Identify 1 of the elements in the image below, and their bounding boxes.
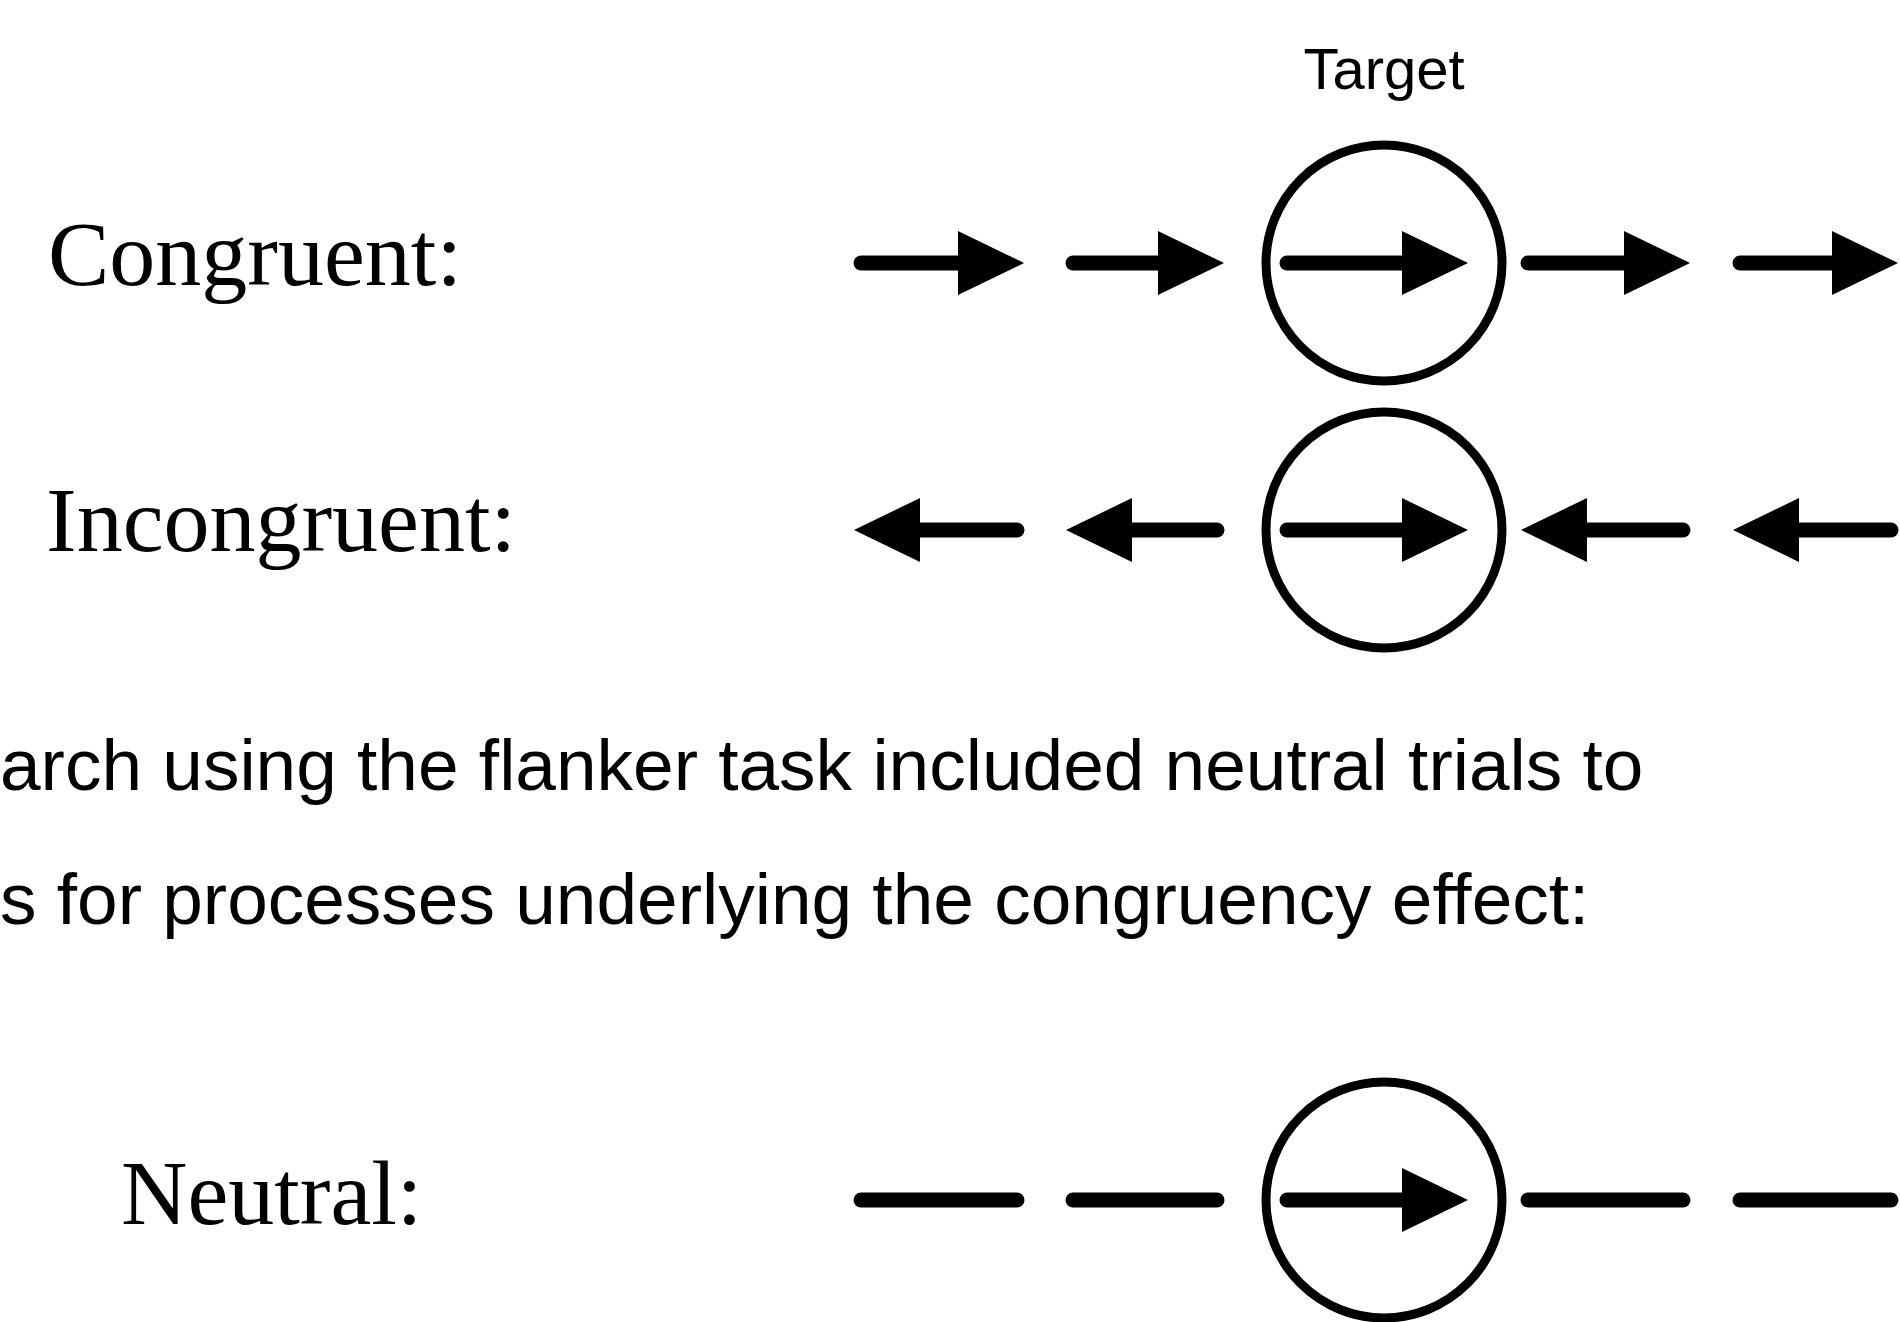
- row-label: Neutral:: [121, 1147, 423, 1239]
